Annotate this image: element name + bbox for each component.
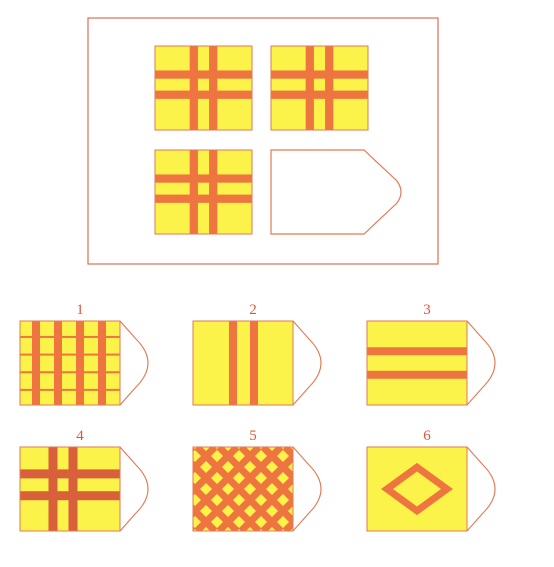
- missing-tile-outline: [270, 149, 402, 235]
- pennant-tip: [466, 320, 496, 406]
- option-2[interactable]: [192, 320, 322, 406]
- option-6[interactable]: [366, 446, 496, 532]
- question-tile-3: [154, 149, 253, 235]
- option-5[interactable]: [109, 446, 457, 532]
- option-pattern-diamond: [367, 447, 467, 531]
- question-tiles: [154, 45, 369, 235]
- option-4[interactable]: [19, 446, 149, 532]
- option-number-3: 3: [423, 302, 431, 318]
- option-3[interactable]: [366, 320, 496, 406]
- option-pattern-diagonal-lattice: [193, 447, 293, 531]
- pennant-tip: [292, 446, 322, 532]
- option-number-4: 4: [76, 428, 84, 444]
- question-tile-2: [270, 45, 369, 131]
- option-number-2: 2: [249, 302, 257, 318]
- option-number-6: 6: [423, 428, 431, 444]
- option-pattern-double-vertical: [193, 321, 293, 405]
- pennant-tip: [466, 446, 496, 532]
- question-frame: [87, 17, 439, 265]
- pennant-tip: [292, 320, 322, 406]
- option-1[interactable]: [19, 320, 149, 406]
- question-tile-1: [154, 45, 253, 131]
- option-number-5: 5: [249, 428, 257, 444]
- option-pattern-dense-grid: [20, 321, 120, 405]
- option-pattern-tartan: [20, 447, 120, 531]
- option-pattern-double-horizontal: [367, 321, 467, 405]
- pennant-tip: [119, 446, 149, 532]
- pennant-tip: [119, 320, 149, 406]
- option-number-1: 1: [76, 302, 84, 318]
- answer-options: [19, 320, 496, 532]
